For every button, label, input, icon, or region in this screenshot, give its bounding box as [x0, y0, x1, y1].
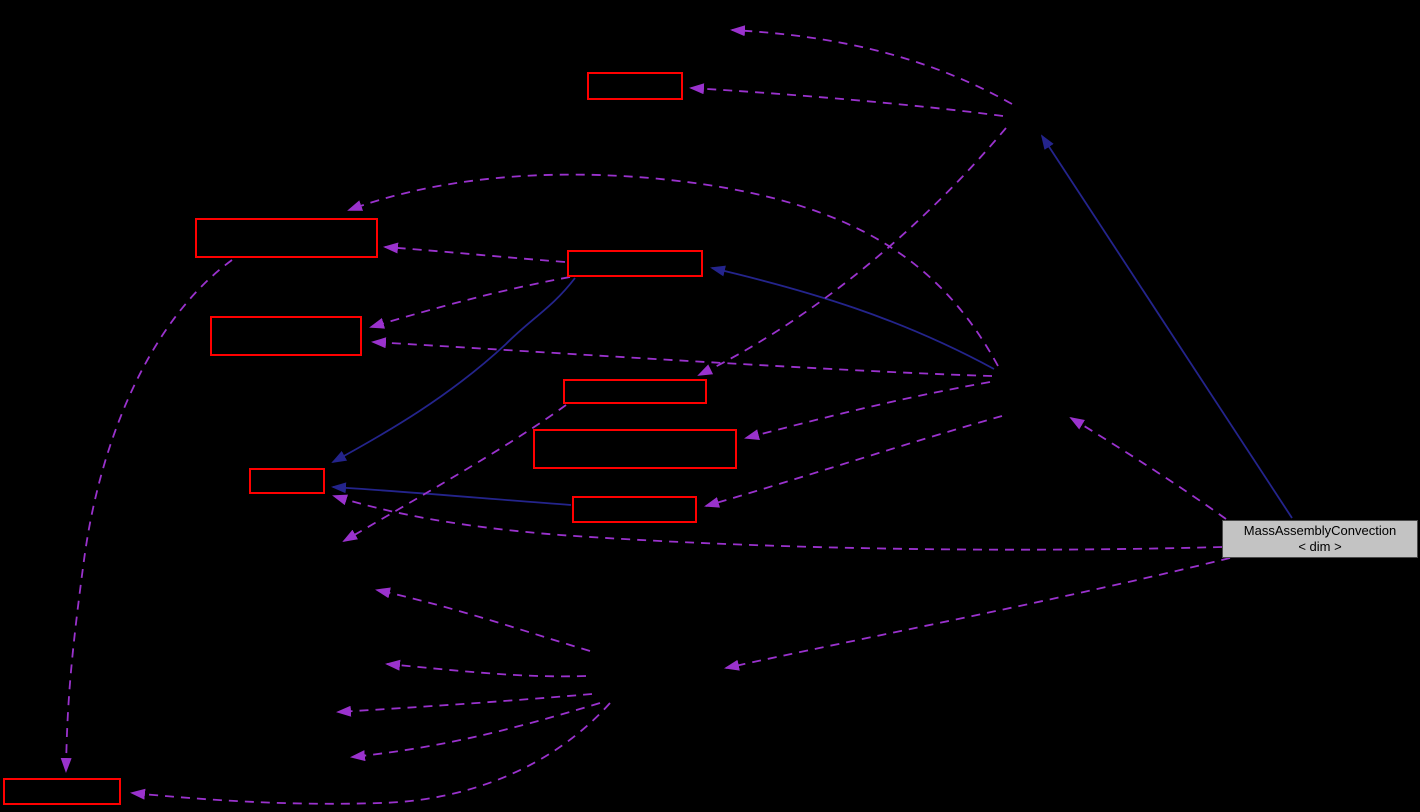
- class-node-9[interactable]: [3, 778, 121, 805]
- edge-dashed-focus-to-hub2: [1069, 416, 1227, 520]
- edge-dashed-hub2-to-node6: [744, 381, 991, 441]
- edge-solid-focus-to-hub1: [1040, 134, 1293, 519]
- edge-dashed-node2-to-node9: [60, 259, 233, 773]
- focus-node-label: MassAssemblyConvection: [1243, 523, 1397, 538]
- class-node-2[interactable]: [195, 218, 378, 258]
- class-node-4[interactable]: [210, 316, 362, 356]
- edge-solid-hub2-to-node3: [710, 265, 995, 370]
- edge-dashed-hub2-to-node2-top: [347, 173, 999, 367]
- edge-dashed-hub3-to-left2: [385, 659, 587, 678]
- class-node-8[interactable]: [572, 496, 697, 523]
- edge-dashed-node3-to-node4: [369, 276, 571, 329]
- focus-node-mass-assembly-convection: MassAssemblyConvection < dim >: [1222, 520, 1418, 558]
- edge-solid-node8-to-node7: [331, 482, 572, 506]
- focus-node-template-param: < dim >: [1298, 539, 1342, 554]
- edge-dashed-focus-to-node7: [332, 494, 1223, 551]
- edge-dashed-hub2-to-node8: [704, 415, 1003, 508]
- class-node-1[interactable]: [587, 72, 683, 100]
- class-node-6[interactable]: [533, 429, 737, 469]
- class-node-3[interactable]: [567, 250, 703, 277]
- edge-dashed-node5-to-midleft: [342, 404, 567, 543]
- edge-dashed-hub2-to-node4: [371, 337, 993, 377]
- edge-dashed-hub3-to-left3: [336, 693, 593, 717]
- edge-dashed-hub3-to-left4: [350, 702, 601, 762]
- edge-dashed-hub1-to-node5: [697, 127, 1007, 376]
- edge-dashed-focus-to-hub3: [724, 557, 1231, 671]
- class-node-7[interactable]: [249, 468, 325, 494]
- edge-dashed-hub1-to-topleft: [730, 25, 1013, 105]
- edge-dashed-hub3-to-node9: [130, 702, 611, 805]
- class-node-5[interactable]: [563, 379, 707, 404]
- edge-dashed-hub1-to-node1: [689, 83, 1004, 117]
- edge-solid-node3-to-node7: [331, 277, 576, 463]
- edge-dashed-node3-to-node2: [383, 242, 566, 263]
- edge-dashed-hub3-to-left1: [375, 587, 591, 652]
